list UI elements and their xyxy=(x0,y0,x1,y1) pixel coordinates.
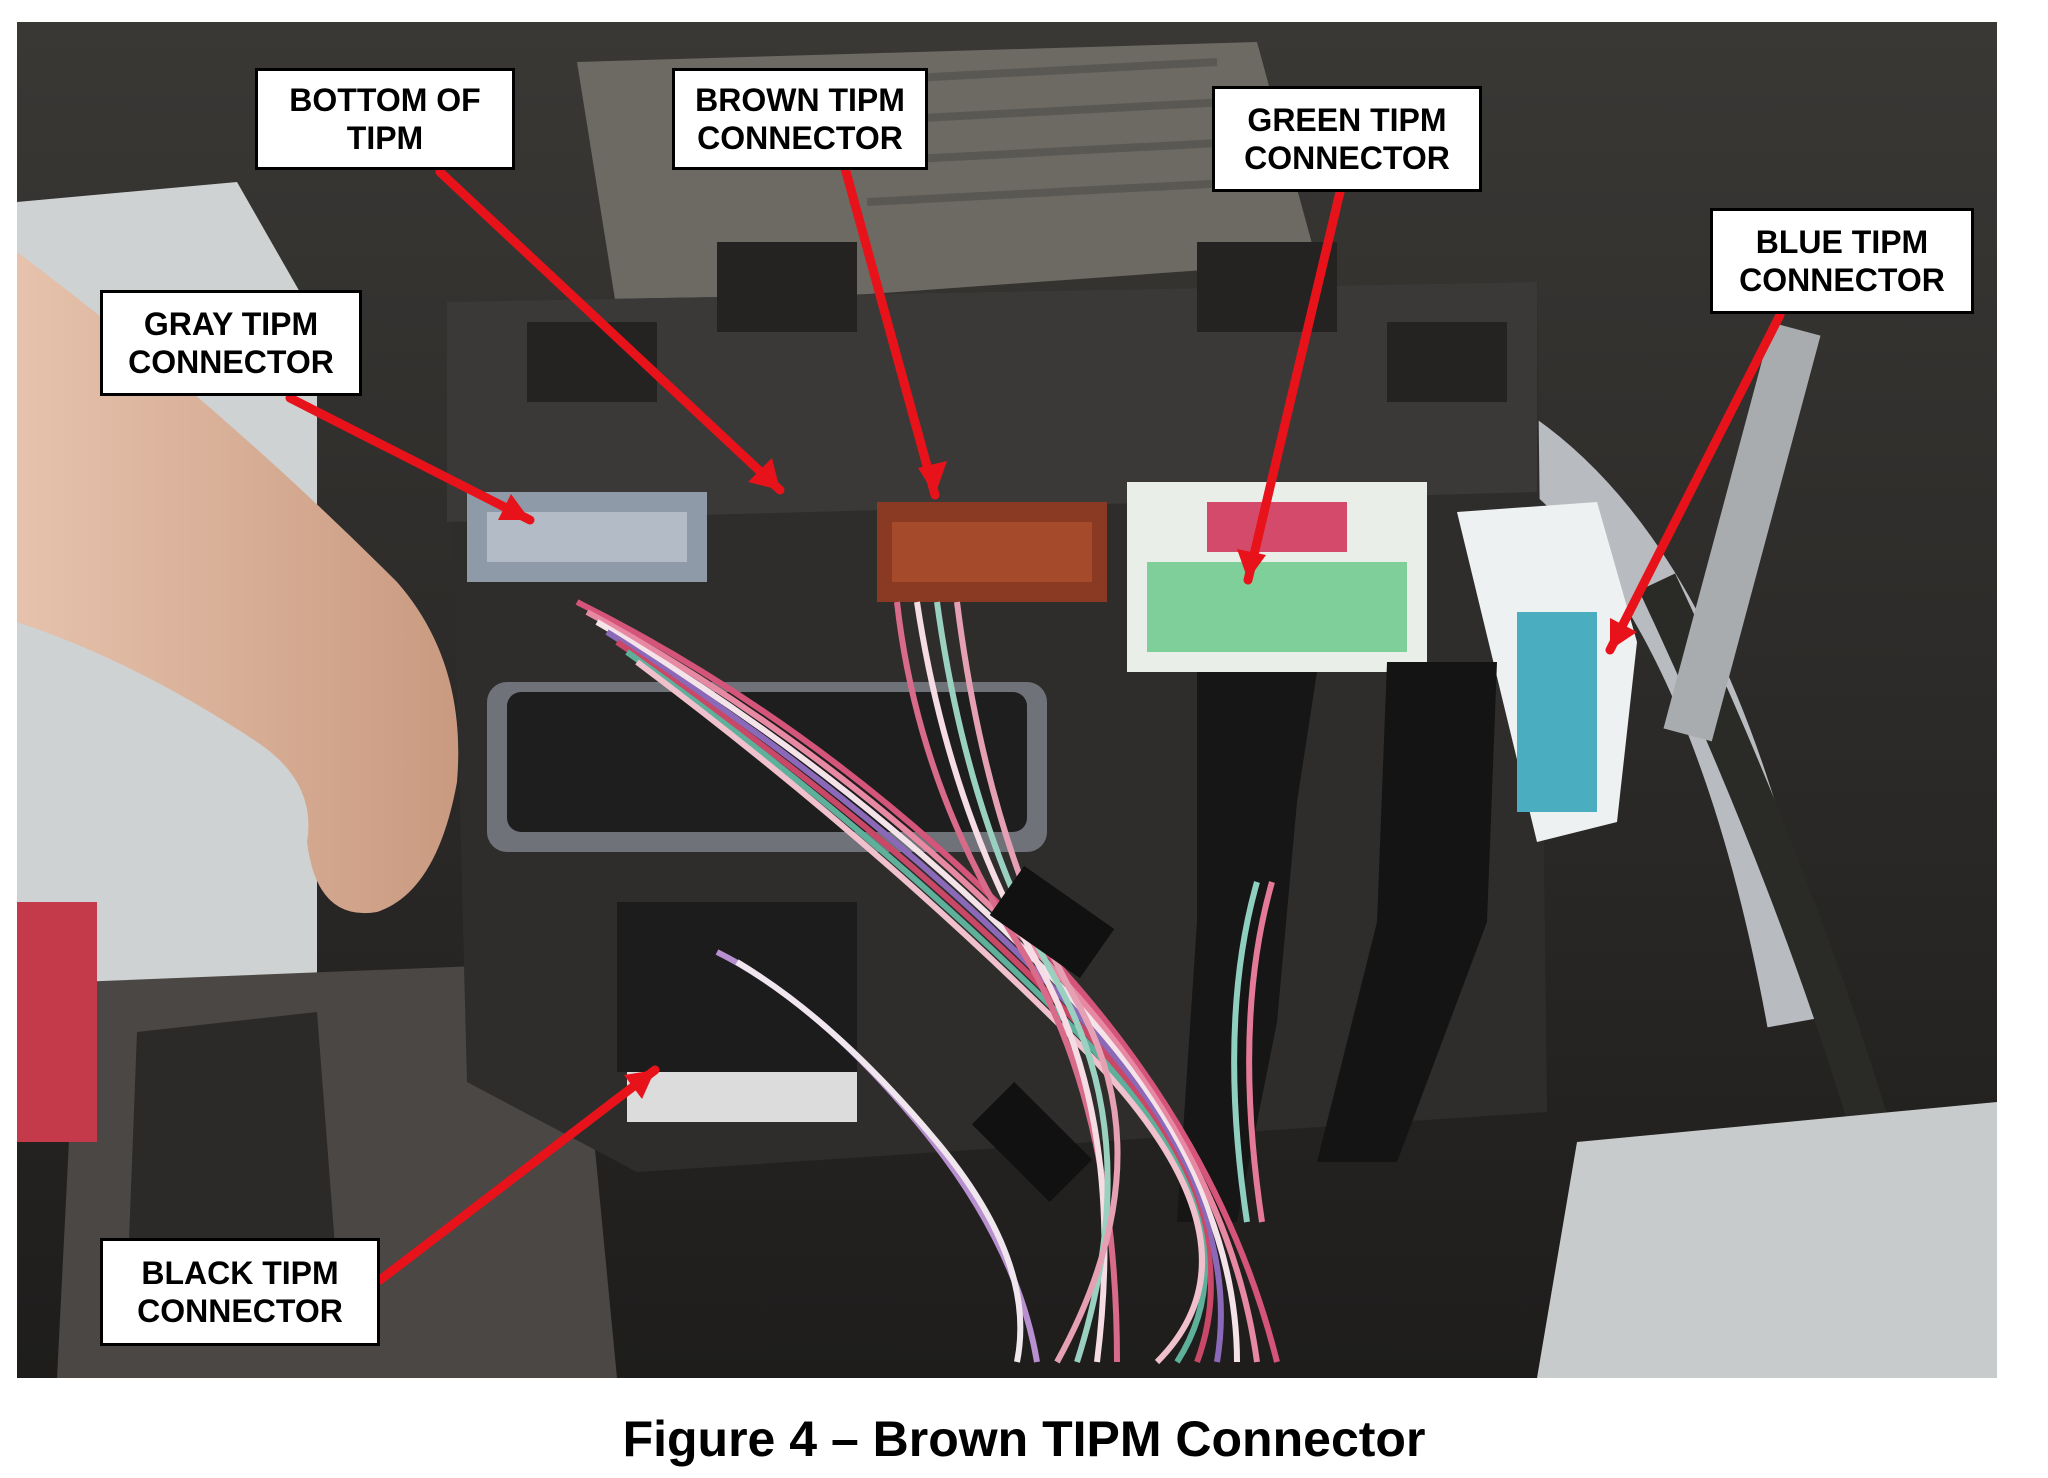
callout-line: CONNECTOR xyxy=(1739,262,1945,298)
tipm-photo-illustration xyxy=(17,22,1997,1378)
black-tipm-connector xyxy=(617,902,857,1072)
callout-line: BLUE TIPM xyxy=(1755,224,1929,260)
callout-line: CONNECTOR xyxy=(137,1293,343,1329)
tape-wrap xyxy=(989,865,1115,979)
callout-line: BLACK TIPM xyxy=(141,1255,339,1291)
callout-line: BOTTOM OF xyxy=(289,82,481,118)
callout-line: GRAY TIPM xyxy=(143,306,319,342)
harness-loom xyxy=(1177,672,1317,1222)
battery-label xyxy=(127,1012,337,1292)
figure-caption: Figure 4 – Brown TIPM Connector xyxy=(622,1411,1426,1467)
callout-line: TIPM xyxy=(346,120,424,156)
air-box xyxy=(1537,1102,1997,1378)
callout-line: CONNECTOR xyxy=(1244,140,1450,176)
callout-line: GREEN TIPM xyxy=(1247,102,1447,138)
technician-hand xyxy=(17,252,459,914)
engine-bay-photo xyxy=(17,22,1997,1378)
callout-line: BROWN TIPM xyxy=(695,82,905,118)
callout-line: CONNECTOR xyxy=(128,344,334,380)
tape-wrap-lower xyxy=(971,1081,1093,1203)
callout-line: CONNECTOR xyxy=(697,120,903,156)
battery-terminal-cover xyxy=(17,902,97,1142)
